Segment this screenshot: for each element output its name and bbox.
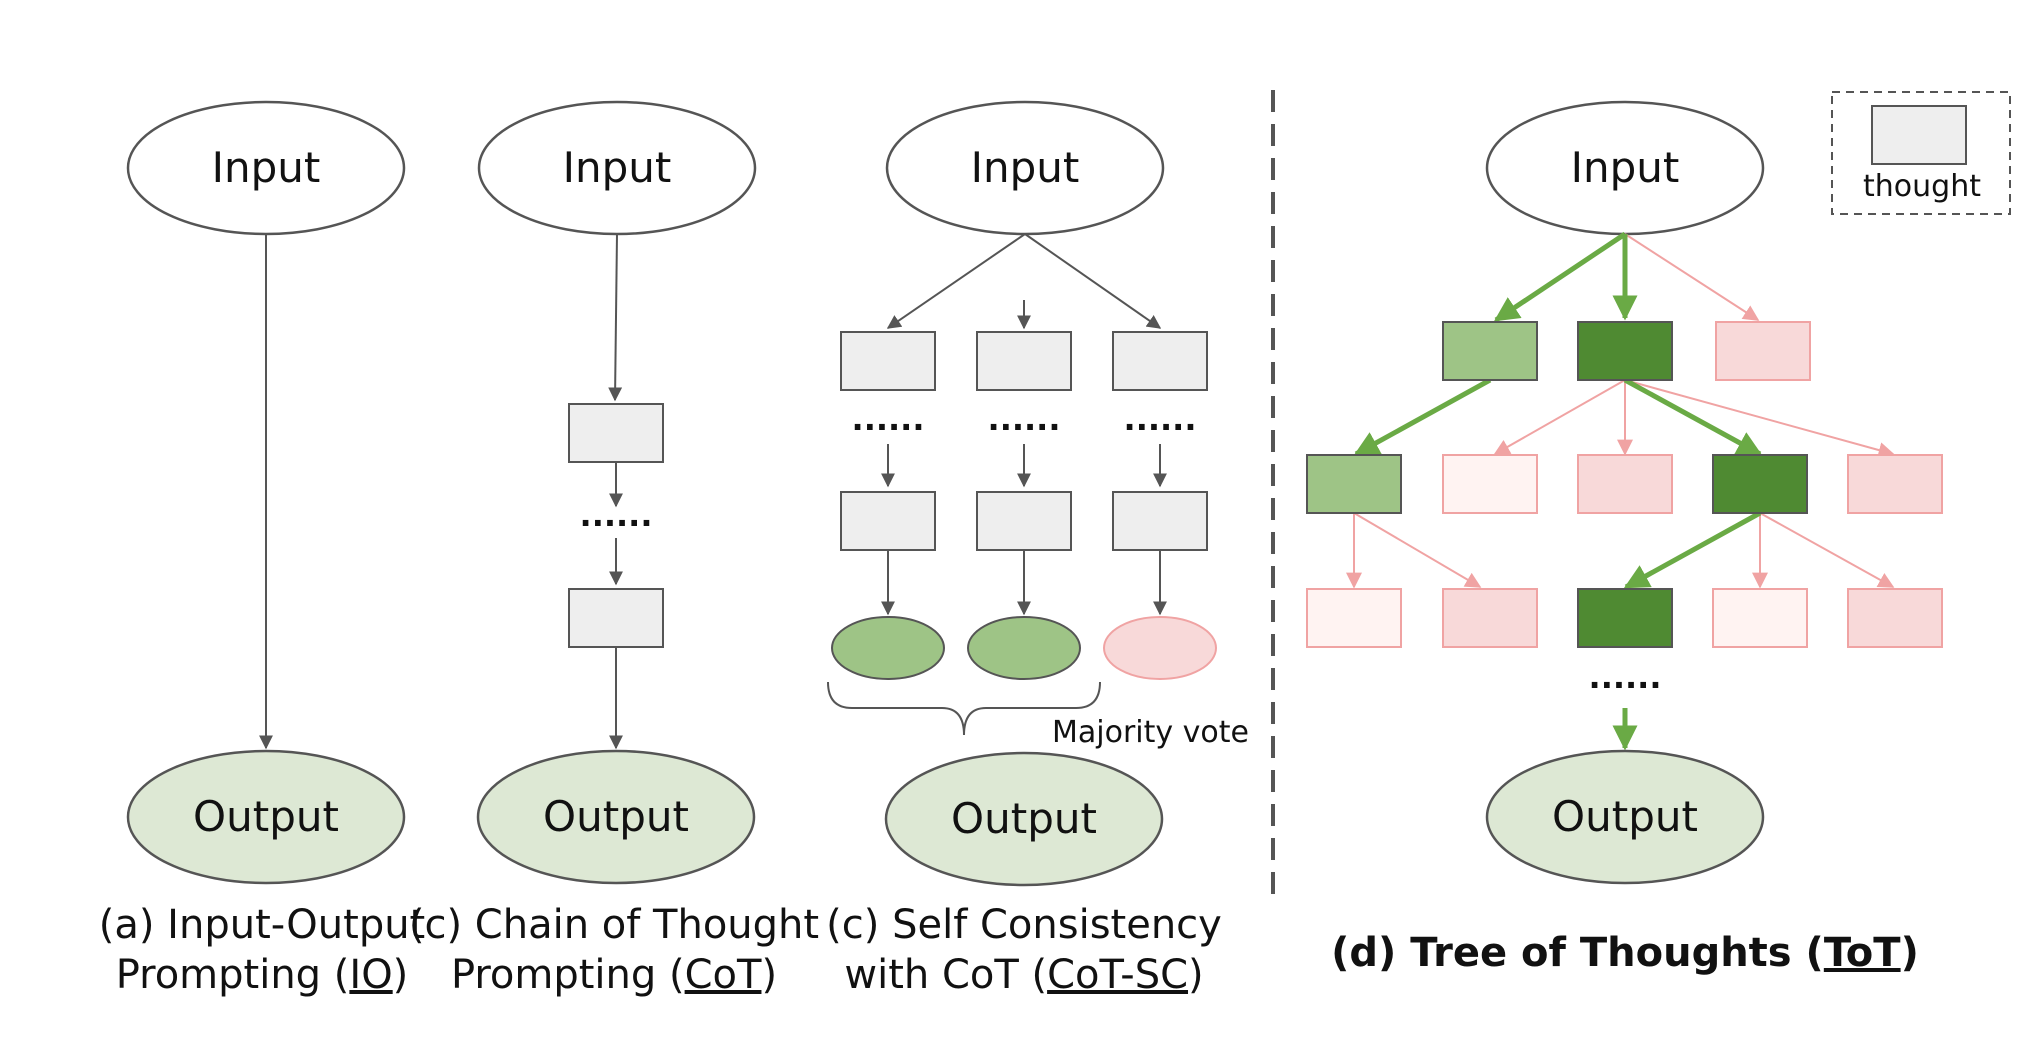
tot-edge-l2d-l3e	[1759, 512, 1895, 588]
cotsc-middle-thought-2	[976, 491, 1072, 551]
tot-l2c-thought	[1577, 454, 1673, 514]
panel-tot: Input ...... Output	[1306, 100, 1943, 976]
tot-l3a-thought	[1306, 588, 1402, 648]
legend-thought-swatch	[1871, 105, 1967, 165]
io-caption-line1: (a) Input-Output	[99, 902, 426, 948]
cot-output-node	[476, 749, 756, 885]
cotsc-left-ellipsis: ......	[852, 400, 925, 438]
io-output-node	[126, 749, 406, 885]
tot-edge-l2d-l3c	[1623, 510, 1762, 590]
io-output-label: Output	[193, 792, 339, 841]
panel-io: Input Output (a) Input-Output Prompting …	[99, 100, 426, 998]
cotsc-caption-line2: with CoT (CoT-SC)	[844, 952, 1203, 998]
tot-l3e-thought	[1847, 588, 1943, 648]
cotsc-right-thought-2	[1112, 491, 1208, 551]
cotsc-caption-line1: (c) Self Consistency	[826, 902, 1222, 948]
tot-edge-l1b-l2d	[1623, 377, 1763, 457]
cotsc-right-answer	[1103, 616, 1217, 680]
cotsc-middle-ellipsis: ......	[988, 400, 1061, 438]
tot-edge-input-l1c	[1624, 233, 1760, 321]
cotsc-input-label: Input	[971, 143, 1080, 192]
tot-l3c-thought	[1577, 588, 1673, 648]
tot-edge-l1b-l2b	[1493, 379, 1626, 455]
tot-l3d-thought	[1712, 588, 1808, 648]
cotsc-left-answer	[831, 616, 945, 680]
cotsc-output-node	[884, 751, 1164, 887]
tot-l1c-thought	[1715, 321, 1811, 381]
cotsc-left-thought-1	[840, 331, 936, 391]
tot-l1b-thought	[1577, 321, 1673, 381]
cot-input-label: Input	[563, 143, 672, 192]
tot-l1a-thought	[1442, 321, 1538, 381]
tot-l2a-thought	[1306, 454, 1402, 514]
tot-ellipsis: ......	[1589, 658, 1662, 696]
tot-l2e-thought	[1847, 454, 1943, 514]
cot-thought-1	[568, 403, 664, 463]
tot-edge-l2a-l3b	[1353, 512, 1482, 588]
panel-cot: Input ...... Output (c) Chain of Thought…	[409, 100, 819, 998]
tot-output-label: Output	[1552, 792, 1698, 841]
cotsc-majority-vote-label: Majority vote	[1052, 715, 1249, 750]
cotsc-left-thought-2	[840, 491, 936, 551]
cot-edge-input-thought1	[608, 233, 623, 402]
tot-l2b-thought	[1442, 454, 1538, 514]
cot-caption-line1: (c) Chain of Thought	[409, 902, 819, 948]
tot-edge-l1a-l2a	[1353, 377, 1492, 457]
cotsc-edge-input-left	[886, 233, 1026, 329]
cot-ellipsis: ......	[580, 496, 653, 534]
cotsc-right-ellipsis: ......	[1124, 400, 1197, 438]
cotsc-majority-brace	[827, 681, 1101, 736]
tot-caption: (d) Tree of Thoughts (ToT)	[1331, 930, 1919, 976]
tot-edge-input-l1a	[1493, 231, 1627, 323]
legend: thought	[1831, 91, 2011, 215]
cot-caption-line2: Prompting (CoT)	[451, 952, 777, 998]
cotsc-middle-thought-1	[976, 331, 1072, 391]
tot-edge-l1b-l2e	[1624, 379, 1895, 458]
tot-l3b-thought	[1442, 588, 1538, 648]
tot-l2d-thought	[1712, 454, 1808, 514]
cotsc-edge-input-right	[1024, 233, 1162, 329]
tot-output-node	[1485, 749, 1765, 885]
io-input-label: Input	[212, 143, 321, 192]
cot-thought-2	[568, 588, 664, 648]
io-caption-line2: Prompting (IO)	[116, 952, 409, 998]
tot-input-label: Input	[1571, 143, 1680, 192]
cotsc-middle-answer	[967, 616, 1081, 680]
cotsc-right-thought-1	[1112, 331, 1208, 391]
cot-output-label: Output	[543, 792, 689, 841]
cotsc-output-label: Output	[951, 794, 1097, 843]
legend-thought-label: thought	[1863, 169, 1981, 204]
panel-cot-sc: Input ...... ...... ...... Majority vote…	[826, 100, 1249, 998]
